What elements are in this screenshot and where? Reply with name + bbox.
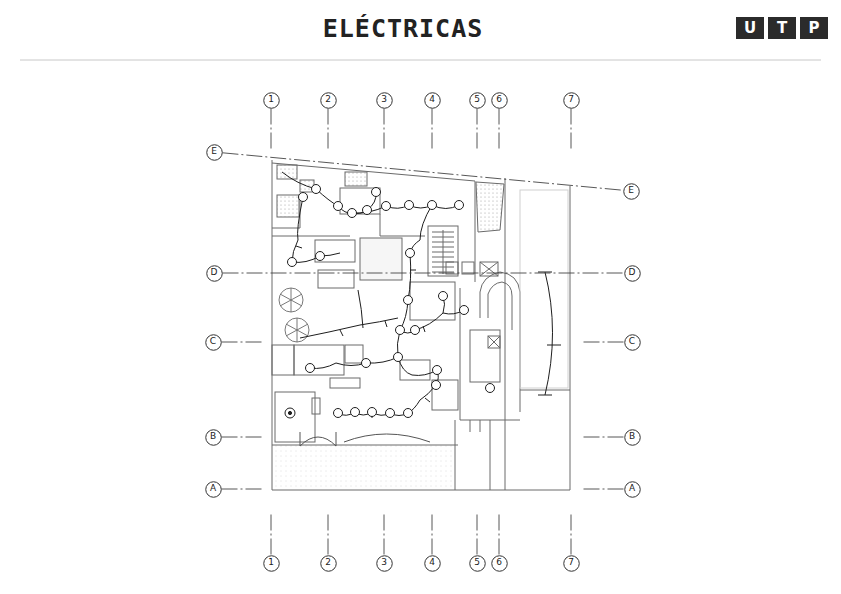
grid-line [477, 109, 478, 555]
grid-label: 3 [381, 95, 387, 105]
grid-label: 4 [429, 95, 435, 105]
grid-bubble: 3 [376, 555, 393, 572]
logo-box: T [768, 17, 796, 39]
grid-bubble: D [206, 265, 223, 282]
grid-line [223, 273, 624, 274]
grid-label: 6 [496, 558, 502, 568]
grid-label: 2 [325, 95, 331, 105]
grid-bubble: 2 [320, 92, 337, 109]
grid-bubble: E [623, 183, 640, 200]
grid-label: 5 [474, 95, 480, 105]
grid-bubble: 3 [376, 92, 393, 109]
grid-line [271, 109, 272, 555]
grid-bubble: 6 [491, 555, 508, 572]
logo-letter: P [809, 20, 820, 37]
logo-box: P [800, 17, 828, 39]
grid-label: 6 [496, 95, 502, 105]
grid-label: C [210, 337, 216, 347]
grid-line [222, 153, 622, 190]
grid-label: 4 [429, 558, 435, 568]
logo-letter: U [744, 20, 756, 37]
grid-label: 2 [325, 558, 331, 568]
grid-label: A [629, 484, 635, 494]
grid-label: D [211, 268, 218, 278]
grid-bubble: C [205, 334, 222, 351]
logo-box: U [736, 17, 764, 39]
grid-bubble: A [624, 481, 641, 498]
grid-bubble: D [624, 265, 641, 282]
grid-line [222, 437, 624, 438]
grid-bubble: B [624, 429, 641, 446]
doors [300, 432, 430, 446]
grid-bubble: 4 [424, 555, 441, 572]
grid-bubble: 5 [469, 555, 486, 572]
grid-bubble: 7 [563, 92, 580, 109]
grid-bubble: 6 [491, 92, 508, 109]
grid-label: A [210, 484, 216, 494]
grid-bubble: 2 [320, 555, 337, 572]
walls [272, 160, 570, 490]
wiring [282, 172, 561, 418]
grid-label: 7 [568, 95, 574, 105]
page-title: ELÉCTRICAS [323, 14, 484, 43]
grid-line [222, 342, 624, 343]
grid-line [432, 109, 433, 555]
spiral-stairs [279, 288, 309, 342]
grid-label: B [210, 432, 216, 442]
grid-bubble: 1 [263, 555, 280, 572]
grid-line [328, 109, 329, 555]
grid-label: E [211, 147, 217, 157]
grid-label: E [628, 186, 634, 196]
grid-bubble: 4 [424, 92, 441, 109]
grid-bubble: 1 [263, 92, 280, 109]
grid-label: 1 [268, 558, 274, 568]
grid-label: 3 [381, 558, 387, 568]
grid-line [571, 109, 572, 555]
grid-line [222, 489, 624, 490]
light-fixtures [285, 185, 495, 419]
grid-line [384, 109, 385, 555]
grid-label: 7 [568, 558, 574, 568]
header-rule [20, 60, 821, 61]
grid-label: B [629, 432, 635, 442]
grid-bubble: E [206, 144, 223, 161]
grid-bubble: B [205, 429, 222, 446]
grid-bubble: C [624, 334, 641, 351]
grid-label: 5 [474, 558, 480, 568]
grid-label: 1 [268, 95, 274, 105]
logo-letter: T [777, 20, 787, 37]
grid-bubble: A [205, 481, 222, 498]
grid-label: D [629, 268, 636, 278]
grid-bubble: 5 [469, 92, 486, 109]
grid-bubble: 7 [563, 555, 580, 572]
grid-label: C [629, 337, 635, 347]
grid-line [499, 109, 500, 555]
